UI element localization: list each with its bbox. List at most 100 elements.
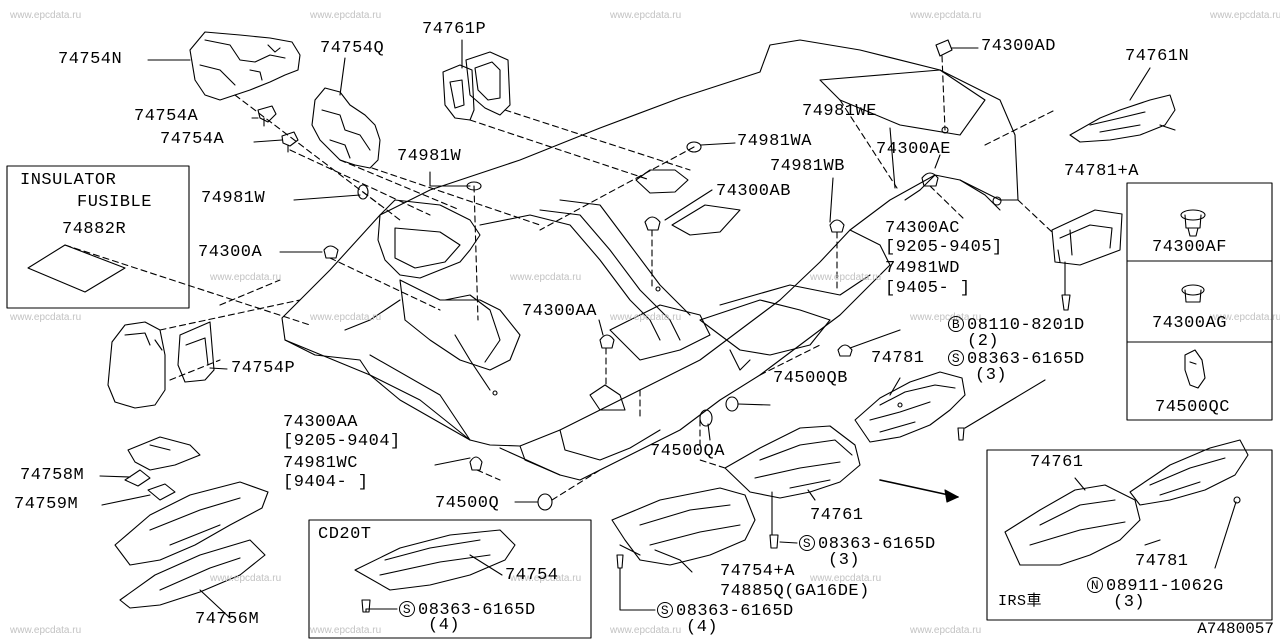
leader-lines-solid — [99, 39, 1237, 619]
label-74758M: 74758M — [20, 466, 85, 485]
label-74500QA: 74500QA — [650, 442, 725, 461]
watermark: www.epcdata.ru — [810, 272, 882, 283]
fastener-qty: (4) — [428, 616, 461, 635]
clips-74754A — [257, 105, 299, 153]
label-9205-9405: [9205-9405] — [885, 238, 1003, 257]
cd20t-insulator — [354, 529, 516, 591]
label-74981W-2: 74981W — [201, 189, 266, 208]
irs-box-title: IRS車 — [998, 593, 1043, 610]
insulator-box-part: 74882R — [62, 220, 127, 239]
label-74781-2: 74781 — [1135, 552, 1189, 571]
cd20t-box-frame — [308, 519, 592, 639]
label-74754A-1: 74754A — [134, 107, 199, 126]
label-74754Q: 74754Q — [320, 39, 385, 58]
fastener-code: 08363-6165D — [676, 602, 794, 621]
watermark: www.epcdata.ru — [510, 272, 582, 283]
label-74300AD: 74300AD — [981, 37, 1056, 56]
label-74300AF: 74300AF — [1152, 238, 1227, 257]
watermark: www.epcdata.ru — [310, 10, 382, 21]
watermark: www.epcdata.ru — [1210, 10, 1280, 21]
fastener-code: 08110-8201D — [967, 316, 1085, 335]
label-9404: [9404- ] — [283, 473, 369, 492]
bracket-74754N — [189, 31, 301, 101]
label-9205-9404: [9205-9404] — [283, 432, 401, 451]
label-74300AA-2: 74300AA — [283, 413, 358, 432]
label-74781plusA: 74781+A — [1064, 162, 1139, 181]
drawing-reference: A7480057 — [1197, 620, 1274, 638]
fastener-qty: (2) — [967, 332, 1000, 351]
screws — [361, 534, 779, 613]
label-74761N: 74761N — [1125, 47, 1190, 66]
label-74981WB: 74981WB — [770, 157, 845, 176]
watermark: www.epcdata.ru — [210, 573, 282, 584]
fastener-qty: (3) — [1113, 593, 1146, 612]
plugs — [323, 39, 1002, 511]
fastener-code: 08363-6165D — [967, 350, 1085, 369]
circle-letter-n: N — [1087, 577, 1103, 593]
fastener-code: 08911-1062G — [1106, 577, 1224, 596]
circle-letter-s: S — [657, 602, 673, 618]
arrow-head — [944, 489, 959, 503]
label-9405: [9405- ] — [885, 279, 971, 298]
leader-lines-dashed — [64, 55, 1056, 501]
label-74981W-1: 74981W — [397, 147, 462, 166]
circle-letter-s: S — [799, 535, 815, 551]
watermark: www.epcdata.ru — [1210, 312, 1280, 323]
watermark: www.epcdata.ru — [910, 625, 982, 636]
label-74754: 74754 — [505, 566, 559, 585]
insulator-box-frame — [6, 165, 190, 309]
cd20t-box-title: CD20T — [318, 525, 372, 544]
bracket-74754P — [107, 321, 215, 409]
fastener-qty: (3) — [975, 366, 1008, 385]
label-74981WC: 74981WC — [283, 454, 358, 473]
insulator-74761-main — [724, 425, 861, 499]
watermark: www.epcdata.ru — [610, 625, 682, 636]
heat-shield-74781plusA — [1051, 209, 1123, 311]
watermark: www.epcdata.ru — [10, 312, 82, 323]
label-74759M: 74759M — [14, 495, 79, 514]
watermark: www.epcdata.ru — [10, 625, 82, 636]
label-74981WE: 74981WE — [802, 102, 877, 121]
label-74761-2: 74761 — [1030, 453, 1084, 472]
plug-74300AG-icon — [1181, 284, 1205, 303]
fastener-code: 08363-6165D — [818, 535, 936, 554]
bracket-74754Q — [311, 87, 381, 169]
insulator-pad-74882R — [27, 244, 126, 293]
bracket-74761P — [442, 51, 511, 121]
label-74754N: 74754N — [58, 50, 123, 69]
irs-parts — [1004, 439, 1249, 566]
watermark: www.epcdata.ru — [610, 10, 682, 21]
label-74754plusA: 74754+A — [720, 562, 795, 581]
watermark: www.epcdata.ru — [210, 272, 282, 283]
watermark: www.epcdata.ru — [310, 312, 382, 323]
watermark: www.epcdata.ru — [510, 573, 582, 584]
watermark: www.epcdata.ru — [910, 10, 982, 21]
label-74300AB: 74300AB — [716, 182, 791, 201]
circle-letter-b: B — [948, 316, 964, 332]
fastener-qty: (3) — [828, 551, 861, 570]
label-74300A: 74300A — [198, 243, 263, 262]
label-74761P: 74761P — [422, 20, 487, 39]
label-74781-1: 74781 — [871, 349, 925, 368]
label-74754A-2: 74754A — [160, 130, 225, 149]
label-74300AA-1: 74300AA — [522, 302, 597, 321]
watermark: www.epcdata.ru — [910, 312, 982, 323]
watermark: www.epcdata.ru — [810, 573, 882, 584]
label-74300AG: 74300AG — [1152, 314, 1227, 333]
irs-box-frame — [986, 449, 1273, 621]
label-74500QB: 74500QB — [773, 369, 848, 388]
plug-74500QC-icon — [1184, 349, 1206, 389]
label-74754P: 74754P — [231, 359, 296, 378]
label-74300AE: 74300AE — [876, 140, 951, 159]
watermark: www.epcdata.ru — [610, 312, 682, 323]
label-74761-1: 74761 — [810, 506, 864, 525]
label-74981WD: 74981WD — [885, 259, 960, 278]
insulator-box-line2: FUSIBLE — [77, 193, 152, 212]
label-74981WA: 74981WA — [737, 132, 812, 151]
insulators-left — [114, 436, 269, 609]
circle-letter-s: S — [948, 350, 964, 366]
